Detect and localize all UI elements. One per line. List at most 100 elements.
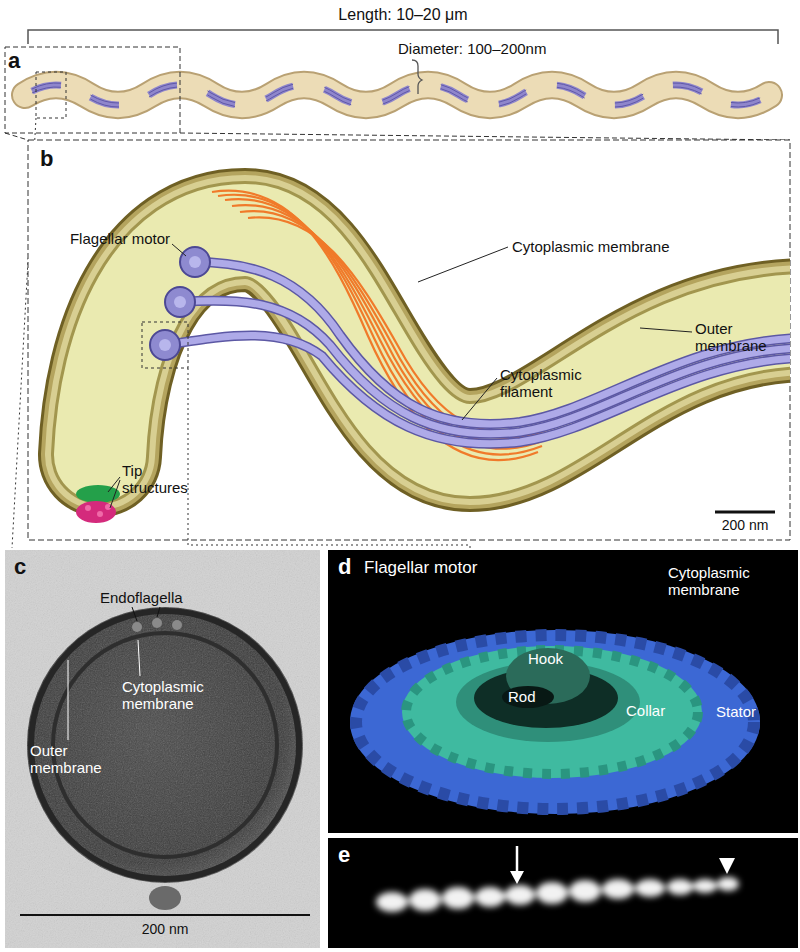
motor-core — [174, 296, 186, 308]
rod — [502, 686, 554, 708]
scale-label: 200 nm — [142, 921, 189, 937]
part-label: Stator — [716, 703, 756, 720]
zoom-line — [188, 368, 470, 550]
part-label: Cytoplasmic membrane — [122, 678, 217, 713]
fluorescent-spot — [409, 889, 441, 911]
micrograph-noise — [5, 550, 320, 948]
zoom-line — [180, 133, 790, 140]
cytoplasm — [100, 230, 790, 455]
outer-membrane — [100, 230, 790, 455]
pointer-arrow — [516, 846, 519, 874]
endoflagella-line — [25, 87, 769, 107]
periplasm — [100, 230, 790, 455]
fluorescent-spot — [602, 879, 634, 899]
leader-line — [157, 607, 160, 617]
leader-line — [110, 480, 120, 508]
cytoplasmic-membrane — [100, 230, 790, 455]
dimension-label: Length: 10–20 μm — [338, 6, 467, 24]
panel-background — [328, 550, 798, 833]
zoom-box — [5, 47, 180, 133]
panel-b — [28, 140, 800, 550]
panel-d — [328, 550, 798, 833]
part-label: Collar — [626, 702, 665, 719]
cell-body — [25, 85, 769, 105]
section-box — [36, 72, 66, 118]
cell-grain — [27, 607, 303, 883]
tip-pink — [76, 501, 116, 523]
panel-letter: b — [40, 146, 53, 171]
panel-letter: e — [338, 842, 350, 867]
pointer-arrowhead — [719, 858, 735, 874]
flagellum-edge — [165, 335, 790, 443]
tip-structures — [76, 485, 120, 523]
fluorescent-spot — [569, 880, 601, 902]
scale-bar — [20, 914, 310, 916]
fluorescent-chain — [376, 877, 739, 912]
panel-letter: c — [14, 554, 26, 579]
cytoplasmic-membrane — [53, 633, 277, 857]
panel-c — [5, 550, 320, 948]
part-label: Cytoplasmic membrane — [512, 238, 670, 255]
outer-membrane — [31, 611, 299, 879]
scale-label: 200 nm — [722, 517, 769, 533]
cell-cutaway — [76, 191, 790, 523]
micrograph-background — [5, 550, 320, 948]
scale-bar — [715, 511, 775, 514]
endoflagellum-section — [132, 622, 142, 632]
panel-title: Flagellar motor — [364, 558, 477, 578]
leader-lines — [108, 244, 692, 508]
collar — [402, 646, 702, 778]
cross-section — [27, 607, 303, 910]
flagellum-edge — [180, 301, 790, 434]
part-label: Outer membrane — [30, 742, 110, 777]
motor-core — [189, 256, 201, 268]
motor-box — [142, 322, 188, 368]
motor — [180, 247, 210, 277]
part-label: Outer membrane — [695, 320, 775, 355]
fluorescent-spot — [635, 879, 665, 897]
tip-dot — [97, 511, 103, 517]
leader-line — [418, 247, 508, 282]
endoflagellum-section — [152, 618, 162, 628]
part-label: Cytoplasmic filament — [500, 366, 592, 401]
endoflagella-line — [25, 83, 769, 103]
fluorescent-spot — [717, 877, 739, 891]
flagellum — [165, 335, 790, 443]
endoflagella — [165, 262, 790, 444]
motor-core — [159, 339, 171, 351]
motor — [165, 287, 195, 317]
diameter-bracket — [412, 60, 422, 94]
outer-membrane-edge — [100, 230, 790, 455]
leader-line — [68, 660, 69, 740]
pointer-arrowhead — [510, 871, 524, 884]
part-label: Flagellar motor — [70, 230, 170, 247]
part-label: Hook — [528, 650, 563, 667]
tip-dot — [85, 505, 91, 511]
dimension-label: Diameter: 100–200nm — [398, 40, 546, 57]
leader-line — [462, 378, 497, 420]
fluorescent-spot — [693, 879, 717, 893]
part-label: Cytoplasmic membrane — [668, 564, 768, 599]
fluorescent-spot — [667, 879, 693, 895]
panel-e — [328, 838, 798, 948]
panel-letter: d — [338, 554, 351, 579]
leader-line — [132, 607, 137, 621]
endoflagella-band — [25, 85, 769, 105]
part-label: Tip structures — [122, 462, 197, 497]
part-label: Rod — [508, 688, 536, 705]
part-label: Endoflagella — [100, 589, 183, 606]
flagellar-motors — [150, 247, 210, 360]
panel-background — [328, 838, 798, 948]
flagellum — [180, 301, 790, 434]
leader-line — [640, 328, 692, 332]
leader-line — [138, 640, 140, 676]
length-bracket — [28, 30, 778, 44]
zoom-line — [5, 133, 28, 140]
stator-ring — [350, 630, 760, 814]
fluorescent-spot — [475, 887, 505, 907]
endoflagellum-section — [172, 620, 182, 630]
panel-letter: a — [8, 48, 20, 73]
